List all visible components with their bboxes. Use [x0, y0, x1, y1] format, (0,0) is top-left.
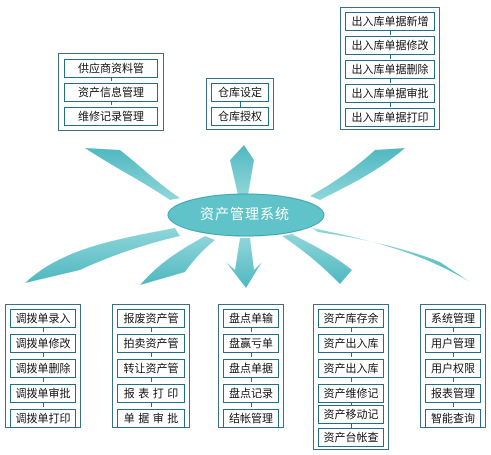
item-transfer-delete[interactable]: 调拨单删除 — [10, 359, 76, 378]
arrow-to-supplier — [85, 148, 180, 200]
item-supplier-info[interactable]: 供应商资料管 — [64, 59, 158, 78]
center-ellipse — [167, 193, 325, 237]
item-report-management[interactable]: 报表管理 — [425, 384, 481, 403]
item-warehouse-auth[interactable]: 仓库授权 — [211, 107, 269, 126]
item-user-management[interactable]: 用户管理 — [425, 334, 481, 353]
item-inout-add[interactable]: 出入库单据新增 — [345, 12, 435, 31]
item-asset-move[interactable]: 资产移动记 — [318, 405, 384, 424]
item-user-permission[interactable]: 用户权限 — [425, 359, 481, 378]
item-transfer-edit[interactable]: 调拨单修改 — [10, 334, 76, 353]
item-stocktake-document[interactable]: 盘点单据 — [223, 359, 279, 378]
item-report-print[interactable]: 报 表 打 印 — [117, 384, 185, 403]
item-auction-asset[interactable]: 拍卖资产管 — [117, 334, 185, 353]
item-transfer-asset[interactable]: 转让资产管 — [117, 359, 185, 378]
item-inout-approve[interactable]: 出入库单据审批 — [345, 84, 435, 103]
item-inout-edit[interactable]: 出入库单据修改 — [345, 36, 435, 55]
system-title: 资产管理系统 — [200, 207, 290, 223]
item-transfer-approve[interactable]: 调拨单审批 — [10, 384, 76, 403]
item-warehouse-setup[interactable]: 仓库设定 — [211, 83, 269, 102]
item-asset-inout-1[interactable]: 资产出入库 — [318, 334, 384, 353]
item-stocktake-entry[interactable]: 盘点单输 — [223, 309, 279, 328]
arrow-to-warehouse — [230, 145, 254, 195]
item-asset-ledger[interactable]: 资产台帐查 — [318, 428, 384, 447]
item-scrap-asset[interactable]: 报废资产管 — [117, 309, 185, 328]
item-document-approve[interactable]: 单 据 审 批 — [117, 409, 185, 428]
item-closing-management[interactable]: 结帐管理 — [223, 409, 279, 428]
item-asset-info[interactable]: 资产信息管理 — [64, 83, 158, 102]
item-transfer-entry[interactable]: 调拨单录入 — [10, 309, 76, 328]
item-repair-record[interactable]: 维修记录管理 — [64, 107, 158, 126]
item-inout-print[interactable]: 出入库单据打印 — [345, 108, 435, 127]
item-system-management[interactable]: 系统管理 — [425, 309, 481, 328]
arrow-to-transfer — [25, 228, 180, 283]
arrow-to-inout — [310, 148, 405, 200]
item-inout-delete[interactable]: 出入库单据删除 — [345, 60, 435, 79]
item-asset-balance[interactable]: 资产库存余 — [318, 309, 384, 328]
arrow-to-scrap — [140, 236, 215, 285]
item-transfer-print[interactable]: 调拨单打印 — [10, 409, 76, 428]
arrow-to-inventory — [226, 238, 262, 288]
item-asset-repair[interactable]: 资产维修记 — [318, 384, 384, 403]
arrow-to-system — [312, 228, 470, 282]
item-smart-query[interactable]: 智能查询 — [425, 409, 481, 428]
item-asset-inout-2[interactable]: 资产出入库 — [318, 359, 384, 378]
arrow-to-assets — [282, 234, 352, 284]
item-profit-loss[interactable]: 盘赢亏单 — [223, 334, 279, 353]
item-stocktake-record[interactable]: 盘点记录 — [223, 384, 279, 403]
